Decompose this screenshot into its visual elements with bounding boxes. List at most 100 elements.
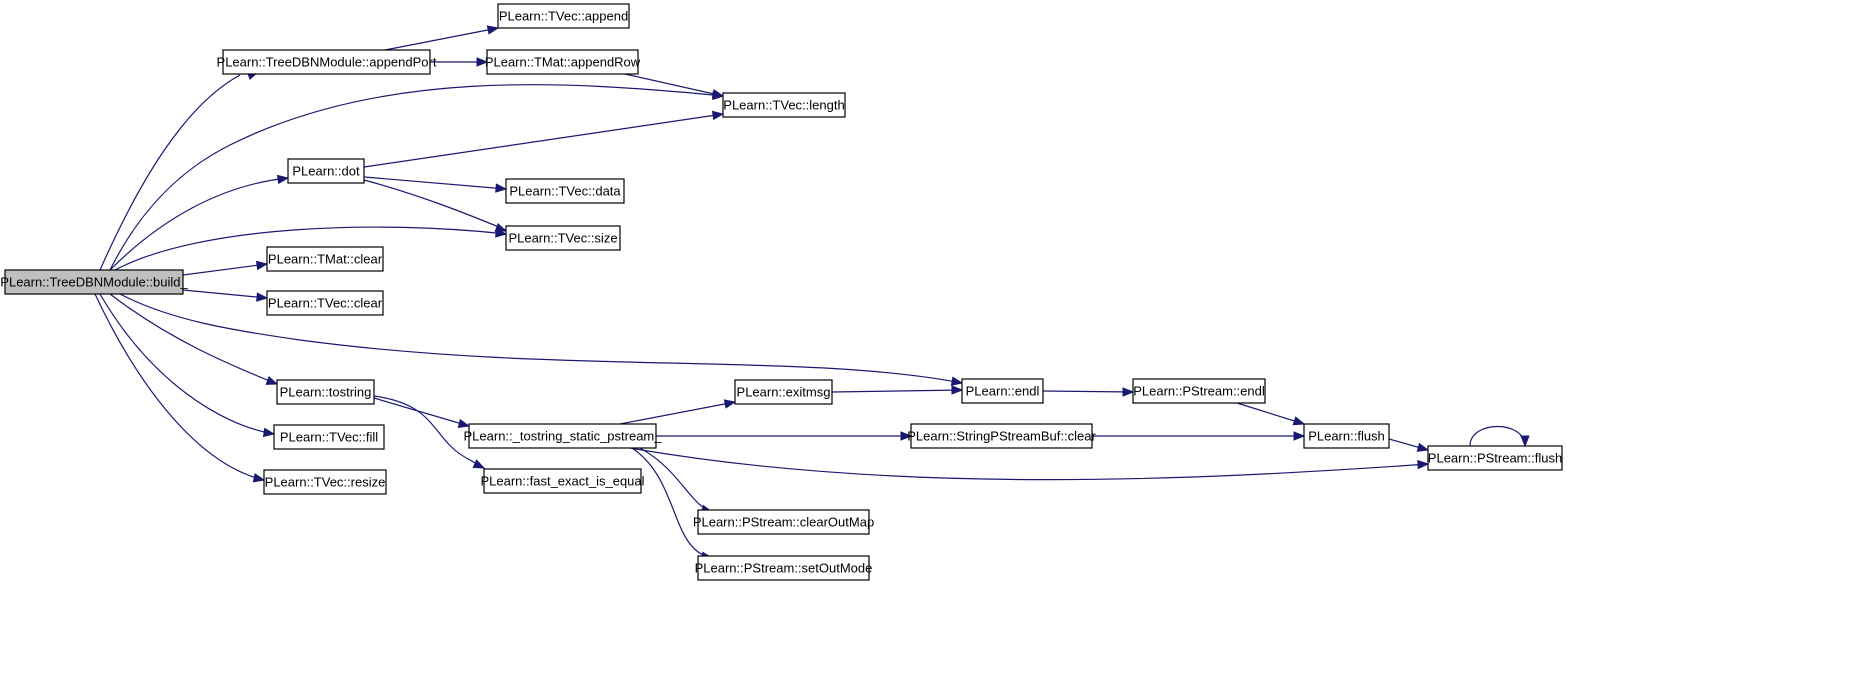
arrowhead-icon (457, 418, 471, 429)
edge-tostring_static-to-exitmsg (619, 399, 737, 425)
edge-build-to-tvec_length (109, 84, 725, 271)
node-label: PLearn::TVec::size (508, 231, 617, 246)
edge-line (114, 226, 507, 271)
edge-line (109, 177, 289, 271)
arrowhead-icon (276, 174, 290, 185)
node-clearOutMap[interactable]: PLearn::PStream::clearOutMap (693, 509, 874, 535)
arrowhead-icon (1122, 387, 1135, 397)
node-endl[interactable]: PLearn::endl (961, 378, 1044, 404)
edge-exitmsg-to-endl (831, 385, 964, 395)
node-label: PLearn::TVec::clear (268, 296, 383, 311)
edge-build-to-tvec_resize (94, 293, 266, 483)
arrowhead-icon (472, 459, 486, 469)
node-dot[interactable]: PLearn::dot (287, 158, 365, 184)
edge-pstream_flush-to-pstream_flush (1469, 426, 1530, 448)
node-box (505, 225, 621, 251)
edge-line (99, 293, 275, 435)
node-label: PLearn::TVec::length (723, 98, 844, 113)
edge-line (119, 293, 963, 384)
node-tvec_length[interactable]: PLearn::TVec::length (722, 92, 846, 118)
arrowhead-icon (1417, 459, 1430, 470)
arrowhead-icon (1293, 431, 1306, 441)
arrowhead-icon (252, 473, 266, 483)
node-box (1303, 423, 1390, 449)
node-label: PLearn::exitmsg (737, 385, 831, 400)
node-tostring[interactable]: PLearn::tostring (276, 379, 375, 405)
arrowhead-icon (495, 183, 508, 193)
arrowhead-icon (262, 427, 276, 438)
node-tvec_data[interactable]: PLearn::TVec::data (505, 178, 625, 204)
node-build[interactable]: PLearn::TreeDBNModule::build_ (0, 269, 188, 295)
node-tvec_clear[interactable]: PLearn::TVec::clear (266, 290, 384, 316)
edge-line (1042, 390, 1134, 393)
edge-line (1469, 426, 1526, 447)
call-graph-edges (94, 25, 1530, 561)
arrowhead-icon (1292, 416, 1306, 426)
node-setOutMode[interactable]: PLearn::PStream::setOutMode (695, 555, 873, 581)
node-box (222, 49, 431, 75)
node-box (486, 49, 639, 75)
node-box (1132, 378, 1266, 404)
node-label: PLearn::PStream::clearOutMap (693, 515, 874, 530)
node-tvec_fill[interactable]: PLearn::TVec::fill (273, 424, 385, 450)
node-label: PLearn::TVec::resize (265, 475, 386, 490)
node-spsb_clear[interactable]: PLearn::StringPStreamBuf::clear (907, 423, 1096, 449)
edge-tostring_static-to-clearOutMap (639, 447, 714, 514)
node-label: PLearn::PStream::endl (1133, 384, 1265, 399)
node-box (1427, 445, 1563, 471)
node-tvec_append[interactable]: PLearn::TVec::append (497, 3, 630, 29)
node-box (266, 290, 384, 316)
node-tmat_clear[interactable]: PLearn::TMat::clear (266, 246, 384, 272)
node-fast_exact[interactable]: PLearn::fast_exact_is_equal (480, 468, 645, 494)
node-appendPort[interactable]: PLearn::TreeDBNModule::appendPort (217, 49, 437, 75)
arrowhead-icon (476, 57, 489, 67)
edge-build-to-appendPort (99, 71, 260, 271)
node-box (4, 269, 184, 295)
arrowhead-icon (900, 431, 913, 441)
call-graph-nodes: PLearn::TreeDBNModule::build_ PLearn::Tre… (0, 3, 1563, 581)
node-tostring_static[interactable]: PLearn::_tostring_static_pstream_ (464, 423, 663, 449)
edge-line (1236, 402, 1305, 425)
edge-build-to-tvec_clear (182, 289, 269, 302)
edge-line (182, 289, 268, 299)
node-label: PLearn::tostring (280, 385, 372, 400)
node-box (505, 178, 625, 204)
node-label: PLearn::PStream::flush (1428, 451, 1562, 466)
edge-line (831, 389, 963, 393)
edge-build-to-tostring (109, 293, 279, 385)
edge-build-to-endl (119, 293, 964, 386)
node-tvec_size[interactable]: PLearn::TVec::size (505, 225, 621, 251)
edge-appendPort-to-tmat_appendRow (430, 57, 489, 67)
edge-line (94, 293, 265, 481)
arrowhead-icon (1416, 442, 1430, 452)
node-label: PLearn::StringPStreamBuf::clear (907, 429, 1096, 444)
edge-line (624, 73, 724, 97)
edge-pstream_endl-to-flush (1236, 402, 1306, 426)
node-box (961, 378, 1044, 404)
edge-appendPort-to-tvec_append (384, 25, 500, 51)
node-tmat_appendRow[interactable]: PLearn::TMat::appendRow (485, 49, 641, 75)
arrowhead-icon (265, 375, 279, 385)
edge-build-to-tvec_size (114, 226, 508, 271)
node-box (697, 555, 870, 581)
node-tvec_resize[interactable]: PLearn::TVec::resize (263, 469, 387, 495)
node-label: PLearn::TreeDBNModule::build_ (0, 275, 188, 290)
edge-flush-to-pstream_flush (1388, 438, 1430, 452)
node-label: PLearn::PStream::setOutMode (695, 561, 873, 576)
node-flush[interactable]: PLearn::flush (1303, 423, 1390, 449)
node-box (468, 423, 657, 449)
node-pstream_flush[interactable]: PLearn::PStream::flush (1427, 445, 1563, 471)
edge-spsb_clear-to-flush (1092, 431, 1306, 441)
arrowhead-icon (256, 292, 269, 302)
edge-tostring_static-to-pstream_flush (629, 447, 1430, 481)
edge-line (363, 176, 507, 190)
node-box (497, 3, 630, 29)
edge-line (373, 397, 470, 427)
node-label: PLearn::TMat::clear (268, 252, 383, 267)
node-pstream_endl[interactable]: PLearn::PStream::endl (1132, 378, 1266, 404)
node-exitmsg[interactable]: PLearn::exitmsg (734, 379, 833, 405)
node-label: PLearn::TVec::data (509, 184, 621, 199)
node-label: PLearn::dot (292, 164, 360, 179)
edge-build-to-tvec_fill (99, 293, 276, 438)
